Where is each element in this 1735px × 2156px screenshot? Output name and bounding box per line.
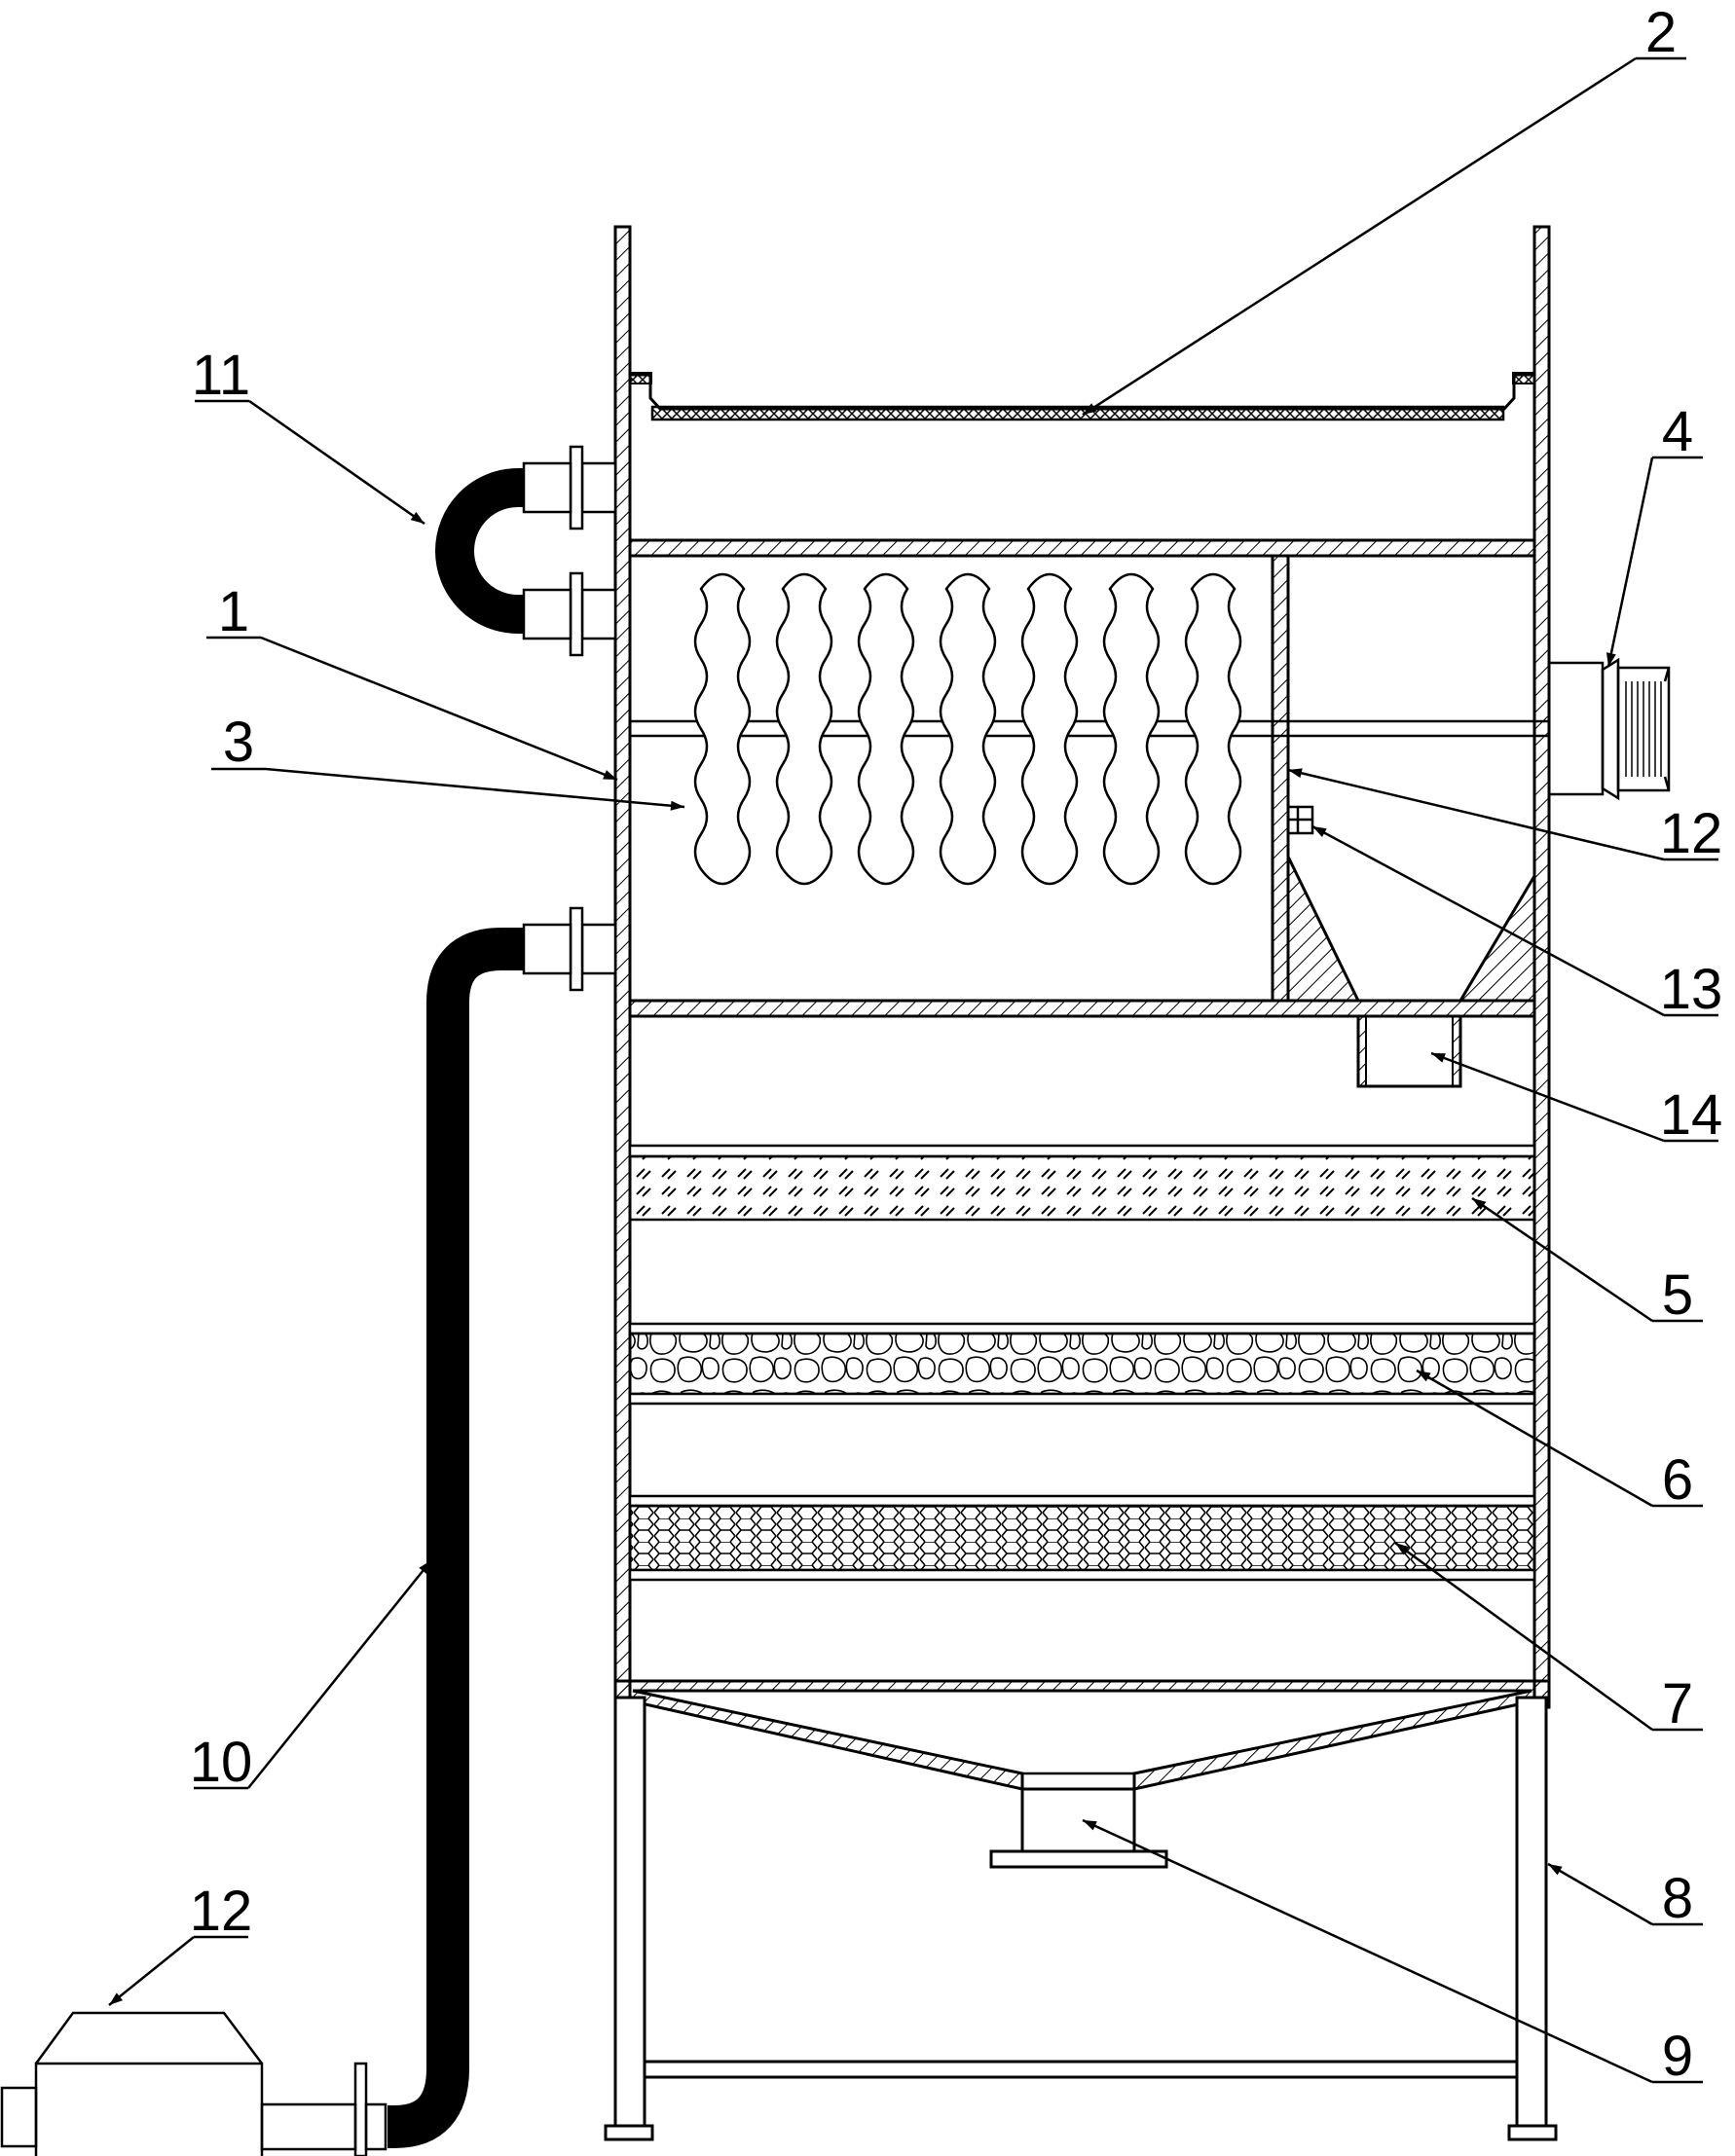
label-13: 13 [1660, 958, 1723, 1021]
label-9: 9 [1662, 2025, 1693, 2088]
label-14: 14 [1660, 1083, 1723, 1147]
leader-line [1394, 1541, 1703, 1732]
label-1: 1 [218, 580, 249, 643]
leader-line [194, 1559, 432, 1790]
right-wall [1532, 225, 1551, 1709]
label-6: 6 [1662, 1448, 1693, 1512]
leader-line [108, 1935, 248, 2006]
filter-layer-6 [628, 1322, 1536, 1406]
rotor-shaft [630, 719, 1548, 738]
rotor-blade [857, 572, 915, 886]
motor [1547, 657, 1671, 801]
leader-line [1606, 456, 1703, 668]
label-3: 3 [223, 711, 254, 774]
label-12-lower: 12 [190, 1880, 253, 1943]
callout-labels: 2 4 11 1 3 12 13 14 5 6 7 8 9 10 12 [190, 1, 1723, 2088]
rotor-blade [693, 572, 752, 886]
leader-line [1547, 1862, 1703, 1926]
rotor-blade [775, 572, 833, 886]
label-12-upper: 12 [1660, 802, 1723, 865]
filter-layer-7 [628, 1494, 1536, 1582]
bottom-cone [613, 1679, 1551, 1791]
inner-partition [1271, 554, 1290, 1003]
leader-line [1082, 1818, 1703, 2084]
rotor-blade [1020, 572, 1079, 886]
housing [613, 225, 1551, 1709]
rotor-blade [1102, 572, 1161, 886]
return-pipe [388, 928, 524, 2148]
rotor-blades [693, 572, 1242, 886]
label-4: 4 [1662, 400, 1693, 463]
leader-line [206, 636, 618, 782]
upper-partition [628, 538, 1536, 558]
hopper-funnel [1286, 856, 1536, 1088]
rotor-blade [939, 572, 997, 886]
leader-line [1430, 1051, 1718, 1143]
label-8: 8 [1662, 1867, 1693, 1930]
top-screen [629, 372, 1535, 421]
u-pipe [435, 468, 524, 634]
leader-line [195, 399, 425, 526]
side-ports [522, 445, 617, 992]
side-port [522, 906, 617, 992]
lower-partition [628, 999, 1536, 1018]
outlet [989, 1772, 1168, 1869]
left-wall [613, 225, 632, 1709]
label-2: 2 [1645, 1, 1677, 64]
leader-lines [108, 56, 1718, 2084]
pump [0, 2011, 388, 2156]
filter-layer-5 [628, 1144, 1536, 1222]
leader-line [1287, 768, 1718, 861]
support-frame [604, 1696, 1558, 2141]
leader-line [1311, 824, 1718, 1017]
label-5: 5 [1662, 1263, 1693, 1327]
rotor-blade [1184, 572, 1242, 886]
leader-line [1471, 1196, 1703, 1323]
nozzle [1286, 805, 1314, 835]
side-port [522, 571, 617, 657]
leader-line [1416, 1369, 1703, 1508]
leader-line [211, 767, 685, 811]
leader-line [1082, 56, 1686, 417]
motor-fins [1625, 681, 1662, 777]
label-11: 11 [192, 344, 250, 407]
side-port [522, 445, 617, 530]
label-10: 10 [190, 1731, 253, 1794]
label-7: 7 [1662, 1672, 1693, 1736]
